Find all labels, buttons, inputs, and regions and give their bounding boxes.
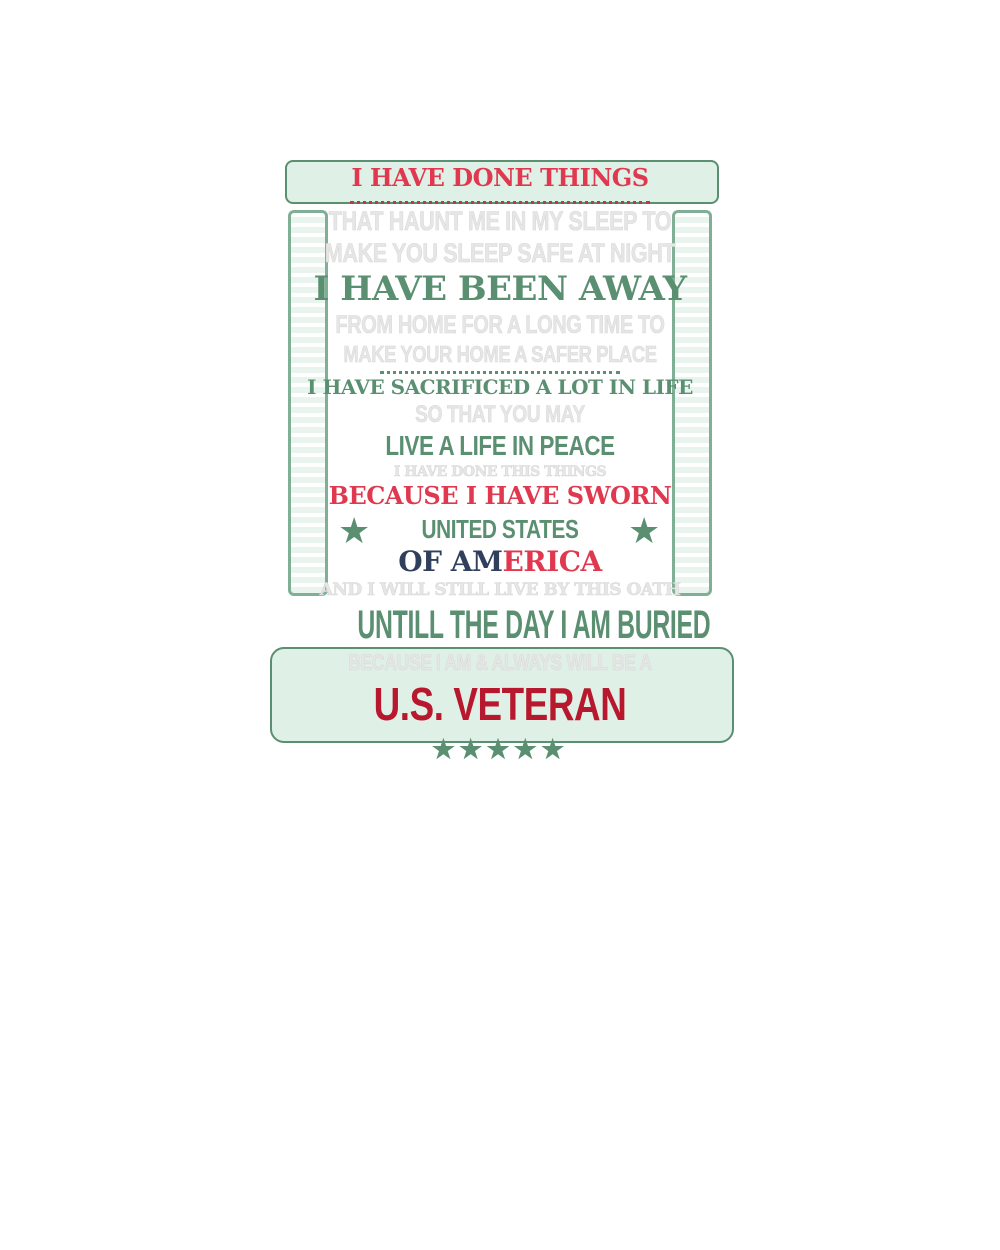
line-14: AND I WILL STILL LIVE BY THIS OATH — [319, 580, 681, 600]
line-17: U.S. VETERAN — [373, 678, 627, 730]
line-1: I HAVE DONE THINGS — [351, 163, 649, 192]
star-icon: ★ — [628, 510, 661, 551]
line-2: THAT HAUNT ME IN MY SLEEP TO — [328, 206, 672, 236]
line-7: I HAVE SACRIFICED A LOT IN LIFE — [307, 375, 693, 399]
line-8: SO THAT YOU MAY — [415, 401, 586, 428]
line-5: FROM HOME FOR A LONG TIME TO — [335, 311, 665, 339]
five-stars-icon: ★★★★★ — [431, 734, 569, 764]
veteran-tshirt-design: I HAVE DONE THINGS THAT HAUNT ME IN MY S… — [270, 155, 734, 775]
line-11: BECAUSE I HAVE SWORN — [328, 481, 672, 510]
line-16: BECAUSE I AM & ALWAYS WILL BE A — [348, 650, 652, 675]
line-10: I HAVE DONE THIS THINGS — [393, 464, 607, 480]
line-13: OF AMERICA — [270, 545, 730, 578]
line-3: MAKE YOU SLEEP SAFE AT NIGHT — [324, 238, 676, 268]
left-rifle-illustration — [288, 210, 328, 596]
star-icon: ★ — [338, 510, 371, 551]
line-13-part-2: ERICA — [502, 545, 603, 578]
line-4: I HAVE BEEN AWAY — [313, 269, 687, 309]
dotted-divider — [350, 201, 650, 204]
line-13-part-1: OF AM — [398, 545, 503, 578]
line-6: MAKE YOUR HOME A SAFER PLACE — [343, 341, 657, 367]
right-rifle-illustration — [672, 210, 712, 596]
line-9: LIVE A LIFE IN PEACE — [385, 430, 615, 461]
dotted-divider-2 — [380, 371, 620, 374]
line-12: UNITED STATES — [421, 514, 579, 544]
bottom-banner — [270, 647, 734, 743]
line-15: UNTILL THE DAY I AM BURIED — [357, 603, 711, 647]
